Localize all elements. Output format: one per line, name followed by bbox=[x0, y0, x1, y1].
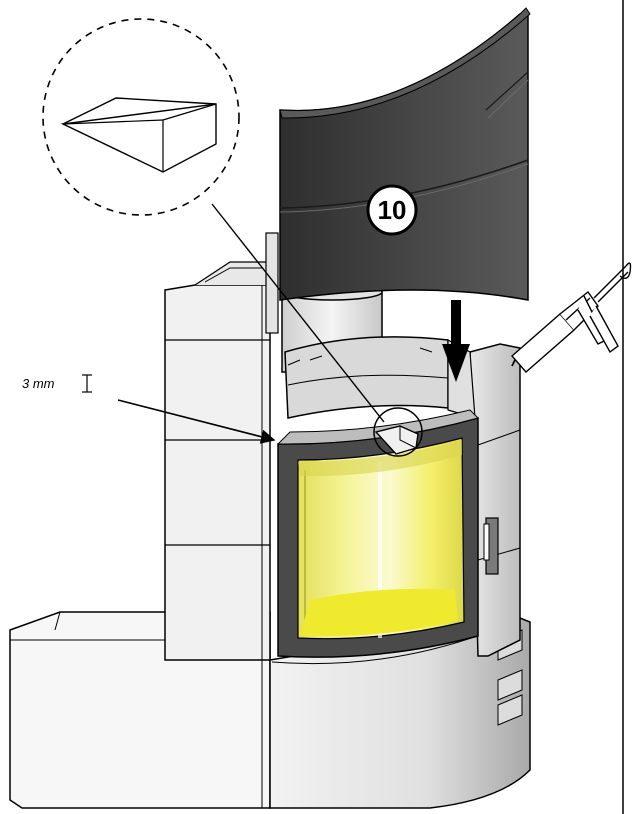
dimension-i-beam-icon bbox=[82, 374, 92, 393]
detail-leader-line bbox=[211, 203, 385, 423]
right-side-panel bbox=[469, 343, 521, 657]
top-collar bbox=[284, 336, 476, 419]
caulking-gun bbox=[511, 262, 632, 373]
down-arrow bbox=[442, 300, 470, 382]
silicone-wedge-placed bbox=[374, 425, 419, 455]
step-callout: 10 bbox=[366, 184, 418, 236]
left-side-panel bbox=[164, 232, 279, 661]
detail-callout bbox=[42, 18, 385, 423]
step-number: 10 bbox=[378, 195, 407, 225]
step-callout-circle bbox=[366, 184, 418, 236]
gap-dimension: 3 mm bbox=[22, 374, 276, 444]
dimension-pointer-arrow bbox=[117, 399, 276, 444]
top-cladding-segment bbox=[279, 7, 531, 301]
detail-focus-circle bbox=[373, 407, 423, 457]
gap-dimension-label: 3 mm bbox=[22, 376, 55, 391]
wedge-detail-shape bbox=[60, 97, 217, 173]
firebox-door bbox=[276, 409, 479, 658]
